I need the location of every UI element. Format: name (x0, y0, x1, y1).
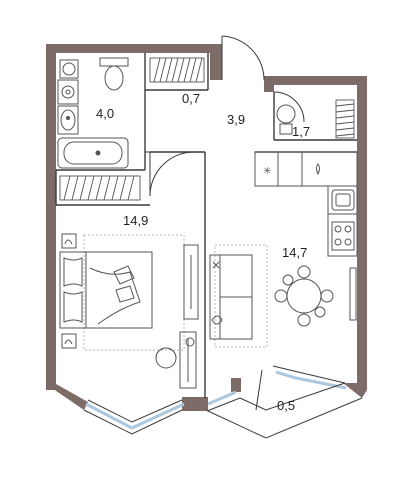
area-living-kitchen: 14,7 (282, 245, 307, 260)
dining-chair-icon (297, 265, 311, 279)
area-hall: 3,9 (227, 112, 245, 127)
wall-balcony-stub (231, 378, 241, 392)
bathtub-icon (57, 137, 129, 169)
desk-icon (179, 331, 197, 389)
room-labels: 4,0 0,7 3,9 1,7 14,9 14,7 0,5 (96, 91, 310, 413)
toilet-icon (99, 57, 129, 91)
kitchen-sink-icon (316, 163, 320, 176)
chair-icon (155, 347, 177, 369)
bathroom-door (145, 151, 195, 197)
wall-top-right (264, 76, 366, 85)
stove-icon: ✳ (263, 166, 271, 177)
window-bedroom (85, 402, 185, 430)
toilet-icon (276, 104, 296, 135)
bed-icon (59, 251, 153, 329)
storage-hatch (149, 57, 205, 83)
area-bedroom: 14,9 (123, 213, 148, 228)
wall-top-left (46, 44, 222, 53)
walls (46, 44, 367, 411)
windows (85, 370, 347, 430)
interior-walls (55, 53, 357, 398)
area-wc: 1,7 (292, 124, 310, 139)
wc-door (273, 91, 305, 123)
doors (145, 35, 305, 197)
living-rug (214, 244, 268, 348)
wall-hall-stub (264, 76, 274, 92)
wc-shelf-hatch (335, 99, 355, 139)
window-living (207, 390, 237, 406)
wardrobe-icon (59, 175, 141, 201)
kitchen-counter-top (254, 151, 358, 187)
washing-machine-icon (59, 59, 79, 79)
dining-table-icon (286, 278, 322, 314)
balcony (207, 369, 363, 439)
kitchen-fixtures: ✳ (254, 151, 358, 321)
lamp-icon (61, 233, 77, 349)
dining-chair-icon (282, 274, 294, 286)
sink-icon (57, 105, 79, 135)
dining-chair-icon (314, 306, 326, 318)
window-kitchen (275, 370, 347, 390)
stove-icon (331, 221, 355, 251)
tv-stand-icon (183, 244, 199, 320)
entry-door (221, 35, 265, 81)
sofa-icon (209, 254, 253, 340)
window-frames (83, 365, 346, 435)
wall-bottom-mid (182, 397, 208, 411)
dining-chair-icon (297, 313, 311, 327)
dining-area (274, 265, 334, 327)
wall-left (46, 44, 56, 390)
kitchen-counter-right (327, 185, 358, 257)
dining-chair-icon (274, 289, 288, 303)
wall-bottom-right (343, 383, 367, 398)
wall-top-stub (210, 44, 222, 80)
area-bathroom: 4,0 (96, 106, 114, 121)
bathroom-fixtures (57, 57, 129, 169)
area-balcony: 0,5 (277, 398, 295, 413)
area-storage: 0,7 (182, 91, 200, 106)
shower-icon (57, 79, 79, 105)
wall-right (357, 76, 367, 390)
dining-chair-icon (320, 289, 334, 303)
fridge-icon (331, 189, 355, 211)
wall-bottom-left (46, 384, 88, 410)
